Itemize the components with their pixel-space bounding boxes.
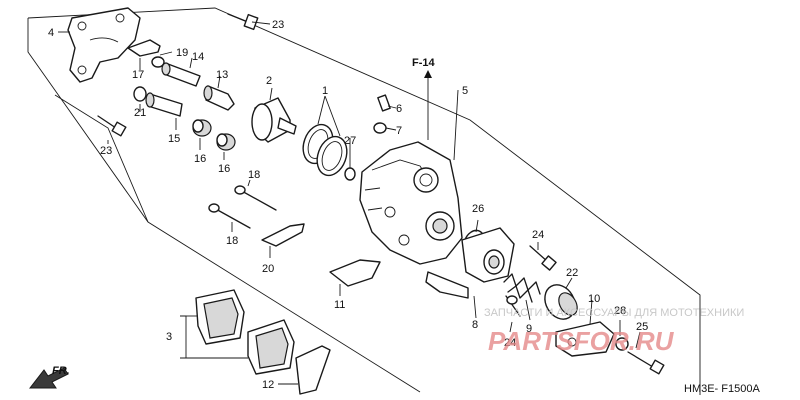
bolt-23-left xyxy=(97,115,127,137)
bleeder-6 xyxy=(377,94,391,112)
bolt-24-b xyxy=(505,295,521,317)
caliper-body-5 xyxy=(359,141,463,265)
spring-9 xyxy=(503,273,541,303)
callout-22: 22 xyxy=(566,267,578,279)
callout-16-a: 16 xyxy=(194,153,206,165)
callout-21: 21 xyxy=(134,107,146,119)
callout-27: 27 xyxy=(344,135,356,147)
callout-28: 28 xyxy=(614,305,626,317)
arm-10 xyxy=(555,321,615,357)
callout-4: 4 xyxy=(48,27,54,39)
part-21 xyxy=(133,86,147,102)
callout-9: 9 xyxy=(526,323,532,335)
front-indicator: FR. xyxy=(28,365,70,389)
callout-14: 14 xyxy=(192,51,204,63)
brake-pad-b xyxy=(247,319,295,375)
slide-pin-13 xyxy=(145,92,183,117)
callout-16-b: 16 xyxy=(218,163,230,175)
watermark-line2: PARTSFOR.RU xyxy=(488,326,675,356)
front-label: FR. xyxy=(52,365,70,377)
pad-shim-12 xyxy=(295,345,331,395)
callout-5: 5 xyxy=(462,85,468,97)
ref-f14-label: F-14 xyxy=(412,57,436,69)
callout-6: 6 xyxy=(396,103,402,115)
spring-clip-11 xyxy=(329,259,381,287)
callout-24-a: 24 xyxy=(532,229,544,241)
callout-2: 2 xyxy=(266,75,272,87)
adjuster-22 xyxy=(544,284,578,320)
pin-18-b xyxy=(208,203,251,229)
slide-pin-14 xyxy=(161,62,201,87)
callout-8: 8 xyxy=(472,319,478,331)
assembly-outline xyxy=(27,7,701,395)
clip-20 xyxy=(261,223,305,247)
callout-15: 13 xyxy=(216,69,228,81)
leader-lines xyxy=(58,21,641,385)
callout-13: 15 xyxy=(168,133,180,145)
brake-pad-a xyxy=(195,289,245,345)
boot-16-a xyxy=(192,119,212,137)
boot-16-b xyxy=(216,133,236,151)
callouts: 4 23 19 14 17 13 2 1 6 7 5 27 21 15 23 1… xyxy=(48,19,648,391)
callout-23-left: 23 xyxy=(100,145,112,157)
bolt-25 xyxy=(627,351,665,375)
callout-11: 11 xyxy=(334,299,345,311)
bolt-24-a xyxy=(529,245,557,271)
pin-18-a xyxy=(234,185,277,211)
piston-seals-1 xyxy=(302,123,348,177)
lever-8 xyxy=(425,227,515,299)
callout-25: 25 xyxy=(636,321,648,333)
caliper-bracket xyxy=(67,7,141,83)
callout-10: 10 xyxy=(588,293,600,305)
watermark-line1: ЗАПЧАСТИ И АКСЕССУАРЫ ДЛЯ МОТОТЕХНИКИ xyxy=(484,307,744,319)
callout-26: 26 xyxy=(472,203,484,215)
retainer-clip-17 xyxy=(127,39,161,57)
bolt-23-top xyxy=(227,13,259,31)
callout-3: 3 xyxy=(166,331,172,343)
callout-20: 20 xyxy=(262,263,274,275)
callout-7: 7 xyxy=(396,125,402,137)
callout-18-b: 18 xyxy=(226,235,238,247)
ref-f14: F-14 xyxy=(412,57,436,78)
diagram-code: HM3E- F1500A xyxy=(684,383,760,395)
callout-24-b: 24 xyxy=(504,337,516,349)
ring-27 xyxy=(344,167,356,181)
callout-23-top: 23 xyxy=(272,19,284,31)
callout-18-a: 18 xyxy=(248,169,260,181)
boot-15 xyxy=(203,85,235,111)
part-19 xyxy=(151,56,165,68)
callout-1: 1 xyxy=(322,85,328,97)
watermark: ЗАПЧАСТИ И АКСЕССУАРЫ ДЛЯ МОТОТЕХНИКИ PA… xyxy=(484,307,744,356)
washer-28 xyxy=(615,337,629,351)
callout-17: 17 xyxy=(132,69,144,81)
cap-7 xyxy=(373,122,387,134)
callout-12: 12 xyxy=(262,379,274,391)
callout-19: 19 xyxy=(176,47,188,59)
piston-2 xyxy=(251,97,297,143)
